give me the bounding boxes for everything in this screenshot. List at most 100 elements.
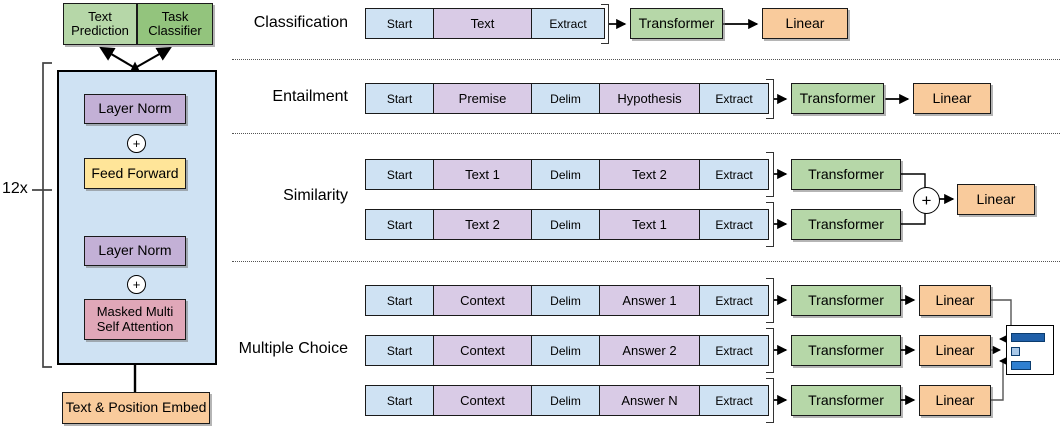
token-extract: Extract xyxy=(699,83,769,114)
transformer-classification: Transformer xyxy=(630,8,723,39)
token-extract: Extract xyxy=(699,335,769,366)
linear-label: Linear xyxy=(932,89,972,106)
linear-label: Linear xyxy=(785,14,825,31)
attention-line2: Self Attention xyxy=(96,318,174,334)
token-start: Start xyxy=(365,209,434,240)
token-extract: Extract xyxy=(699,385,769,416)
token-delim: Delim xyxy=(531,335,600,366)
transformer-similarity-1: Transformer xyxy=(791,159,901,190)
linear-choice-2: Linear xyxy=(919,335,991,366)
linear-classification: Linear xyxy=(762,8,848,39)
task-classifier-line2: Classifier xyxy=(148,23,202,38)
transformer-label: Transformer xyxy=(808,341,884,358)
token-extract: Extract xyxy=(699,285,769,316)
token-answer-2: Answer 2 xyxy=(599,335,700,366)
sequence-bracket xyxy=(766,278,774,323)
sequence-bracket xyxy=(766,79,774,119)
layer-norm-bottom-label: Layer Norm xyxy=(98,242,172,259)
layer-norm-bottom: Layer Norm xyxy=(84,236,186,266)
token-start: Start xyxy=(365,285,434,316)
linear-label: Linear xyxy=(935,391,975,408)
task-classifier-head: Task Classifier xyxy=(137,3,213,45)
sequence-bracket xyxy=(766,328,774,373)
token-delim: Delim xyxy=(531,209,600,240)
token-answer-n: Answer N xyxy=(599,385,700,416)
sum-operator-label: + xyxy=(921,191,932,210)
token-delim: Delim xyxy=(531,385,600,416)
divider-1 xyxy=(232,59,1060,60)
sequence-bracket xyxy=(601,4,609,44)
token-text-2: Text 2 xyxy=(433,209,532,240)
token-delim: Delim xyxy=(531,285,600,316)
attention-line1: Masked Multi xyxy=(96,304,174,320)
text-prediction-line1: Text xyxy=(88,8,112,24)
token-context: Context xyxy=(433,285,532,316)
linear-choice-n: Linear xyxy=(919,385,991,416)
transformer-entailment: Transformer xyxy=(791,83,884,114)
token-text-1: Text 1 xyxy=(599,209,700,240)
transformer-choice-1: Transformer xyxy=(791,285,901,316)
token-premise: Premise xyxy=(433,83,532,114)
token-context: Context xyxy=(433,385,532,416)
token-extract: Extract xyxy=(699,159,769,190)
linear-choice-1: Linear xyxy=(919,285,991,316)
score-bar-3 xyxy=(1011,361,1031,370)
residual-add-bottom: + xyxy=(127,275,146,294)
residual-add-bottom-label: + xyxy=(132,277,141,292)
score-bar-1 xyxy=(1011,333,1045,342)
text-prediction-head: Text Prediction xyxy=(63,3,137,45)
text-position-embedding: Text & Position Embed xyxy=(62,392,210,424)
linear-label: Linear xyxy=(935,341,975,358)
text-prediction-line2: Prediction xyxy=(71,23,129,38)
sequence-bracket xyxy=(766,152,774,197)
residual-add-top: + xyxy=(127,134,146,153)
token-extract: Extract xyxy=(531,8,605,39)
task-label-entailment: Entailment xyxy=(272,88,348,105)
task-label-multiple-choice: Multiple Choice xyxy=(238,340,348,357)
token-text: Text xyxy=(433,8,532,39)
task-classifier-line1: Task xyxy=(161,8,189,24)
token-start: Start xyxy=(365,8,434,39)
token-extract: Extract xyxy=(699,209,769,240)
transformer-label: Transformer xyxy=(808,291,884,308)
token-start: Start xyxy=(365,335,434,366)
transformer-label: Transformer xyxy=(638,14,715,31)
linear-similarity: Linear xyxy=(957,184,1035,215)
task-label-classification: Classification xyxy=(253,14,348,31)
repeat-count-label: 12x xyxy=(2,180,28,197)
feed-forward-label: Feed Forward xyxy=(91,164,179,181)
transformer-label: Transformer xyxy=(808,391,884,408)
layer-norm-top: Layer Norm xyxy=(84,94,186,124)
sequence-bracket xyxy=(766,202,774,247)
transformer-choice-n: Transformer xyxy=(791,385,901,416)
masked-multi-self-attention: Masked Multi Self Attention xyxy=(84,299,186,340)
transformer-choice-2: Transformer xyxy=(791,335,901,366)
transformer-label: Transformer xyxy=(799,89,876,106)
transformer-label: Transformer xyxy=(808,165,884,182)
embedding-label: Text & Position Embed xyxy=(65,399,207,416)
token-answer-1: Answer 1 xyxy=(599,285,700,316)
token-text-1: Text 1 xyxy=(433,159,532,190)
divider-2 xyxy=(232,133,1060,134)
layer-norm-top-label: Layer Norm xyxy=(98,100,172,117)
score-bar-2 xyxy=(1011,347,1020,356)
linear-label: Linear xyxy=(935,291,975,308)
transformer-label: Transformer xyxy=(808,215,884,232)
token-context: Context xyxy=(433,335,532,366)
token-start: Start xyxy=(365,159,434,190)
feed-forward: Feed Forward xyxy=(84,158,186,189)
divider-3 xyxy=(232,261,1060,262)
token-text-2: Text 2 xyxy=(599,159,700,190)
choice-score-histogram xyxy=(1006,325,1054,375)
token-delim: Delim xyxy=(531,83,600,114)
sequence-bracket xyxy=(766,378,774,423)
similarity-sum-operator: + xyxy=(913,187,940,214)
token-delim: Delim xyxy=(531,159,600,190)
task-label-similarity: Similarity xyxy=(283,187,348,204)
linear-label: Linear xyxy=(976,190,1016,207)
transformer-similarity-2: Transformer xyxy=(791,209,901,240)
residual-add-top-label: + xyxy=(132,136,141,151)
token-hypothesis: Hypothesis xyxy=(599,83,700,114)
token-start: Start xyxy=(365,83,434,114)
